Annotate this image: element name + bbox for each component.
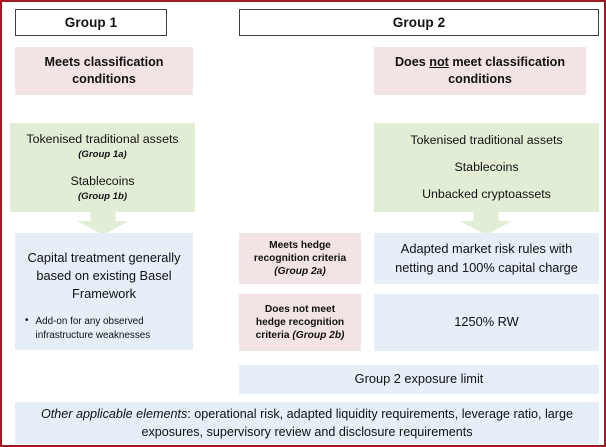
group-1-treatment-bullet: • Add-on for any observed infrastructure… [15,315,193,342]
other-applicable-elements-text: Other applicable elements: operational r… [25,405,589,442]
group-1-flow-arrow-icon [77,209,129,235]
other-applicable-elements-lead: Other applicable elements [40,406,188,421]
group-2-flow-arrow-icon [460,209,512,235]
group-2a-treatment-box: Adapted market risk rules with netting a… [374,233,599,284]
group-1-asset-1-sub: (Group 1b) [77,190,128,202]
group-2b-criteria-line-2: hedge recognition [255,316,345,328]
group-2b-criteria-sub: (Group 2b) [292,330,345,342]
group-2-classification-box: Does not meet classification conditions [374,47,586,95]
group-2a-criteria-text: Meets hedge recognition criteria [253,239,347,264]
group-1-asset-0-sub: (Group 1a) [78,149,127,161]
group-2-asset-0-label: Tokenised traditional assets [410,133,563,148]
group-1-treatment-box: Capital treatment generally based on exi… [15,233,193,350]
group-1-treatment-headline: Capital treatment generally based on exi… [27,249,181,302]
group-1-asset-1-label: Stablecoins [70,174,135,188]
group-2b-criteria-line-3: criteria (Group 2b) [256,329,345,342]
group-2b-criteria-line-1: Does not meet [264,303,336,315]
group-2b-criteria-box: Does not meet hedge recognition criteria… [239,294,361,351]
group-1-header: Group 1 [15,9,167,36]
group-2-title: Group 2 [392,15,446,30]
group-2-classification-emphasis: not [429,55,449,70]
group-2a-treatment-text: Adapted market risk rules with netting a… [395,241,578,275]
bullet-dot-icon: • [25,315,29,327]
group-1-title: Group 1 [64,15,118,30]
group-2-assets-box: Tokenised traditional assets Stablecoins… [374,123,599,212]
group-2-classification-pre: Does [394,55,430,70]
group-2b-treatment-text: 1250% RW [454,314,519,330]
group-1-assets-box: Tokenised traditional assets (Group 1a) … [10,123,195,212]
group-2a-criteria-sub: (Group 2a) [274,266,326,278]
group-1-classification-text: Meets classification conditions [44,55,164,86]
group-2a-criteria-box: Meets hedge recognition criteria (Group … [239,233,361,284]
group-2-exposure-limit-text: Group 2 exposure limit [354,371,484,387]
group-2b-treatment-box: 1250% RW [374,294,599,351]
group-2-header: Group 2 [239,9,599,36]
group-1-asset-0-label: Tokenised traditional assets [26,132,179,147]
group-2b-criteria-line-3-text: criteria [255,330,293,342]
group-2-asset-1-label: Stablecoins [454,160,519,175]
group-1-treatment-bullet-text: Add-on for any observed infrastructure w… [35,316,151,341]
other-applicable-elements-box: Other applicable elements: operational r… [15,402,599,444]
group-2-classification-post: meet classification conditions [448,55,566,86]
group-2-classification-text: Does not meet classification conditions [374,54,586,87]
other-applicable-elements-rest: : operational risk, adapted liquidity re… [141,406,574,439]
group-2-asset-2-label: Unbacked cryptoassets [422,186,551,201]
group-1-classification-box: Meets classification conditions [15,47,193,95]
group-2-exposure-limit-bar: Group 2 exposure limit [239,365,599,394]
